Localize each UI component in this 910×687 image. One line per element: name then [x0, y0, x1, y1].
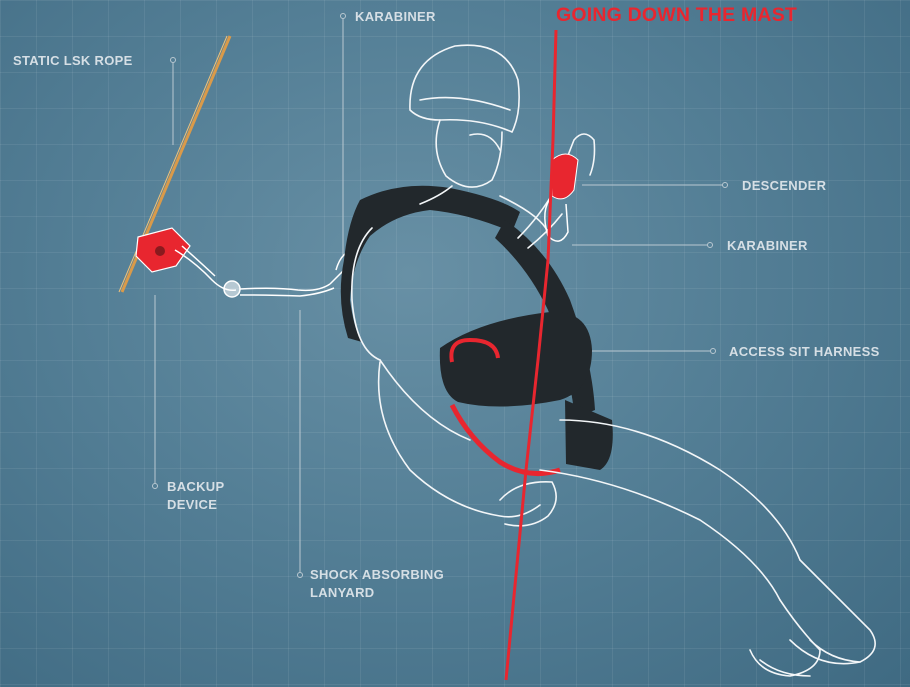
- harness: [341, 186, 613, 470]
- karabiner-right-label: KARABINER: [727, 237, 808, 255]
- access-harness-label: ACCESS SIT HARNESS: [729, 343, 880, 361]
- diagram-title: GOING DOWN THE MAST: [556, 4, 797, 27]
- shock-lanyard-label: SHOCK ABSORBING LANYARD: [310, 566, 444, 602]
- backup-device-label: BACKUP DEVICE: [167, 478, 224, 514]
- descender-label: DESCENDER: [742, 177, 826, 195]
- karabiner-top-label: KARABINER: [355, 8, 436, 26]
- static-rope-label: STATIC LSK ROPE: [13, 52, 133, 70]
- backup-device: [136, 228, 190, 272]
- shock-absorbing-lanyard: [175, 246, 353, 297]
